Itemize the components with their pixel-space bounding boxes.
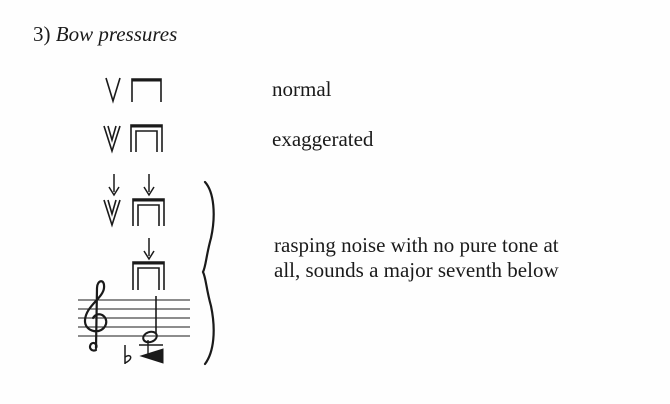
triangle-notehead-icon <box>139 340 164 364</box>
section-title: Bow pressures <box>55 22 178 46</box>
up-bow-exaggerated-icon <box>103 125 121 154</box>
brace-icon <box>201 180 215 366</box>
treble-clef-icon <box>83 280 108 352</box>
label-rasping: rasping noise with no pure tone at all, … <box>274 233 559 283</box>
down-bow-normal-icon <box>131 78 162 102</box>
half-note-icon <box>142 296 158 344</box>
up-bow-normal-icon <box>105 77 121 104</box>
pressure-arrow-icon <box>108 174 155 197</box>
down-bow-exaggerated-icon <box>130 124 163 152</box>
label-rasping-line-2: all, sounds a major seventh below <box>274 258 559 282</box>
down-bow-pressure-icon <box>132 198 165 226</box>
label-rasping-line-1: rasping noise with no pure tone at <box>274 233 559 257</box>
pressure-arrow-icon <box>143 238 155 261</box>
flat-icon <box>124 345 132 364</box>
section-heading: 3) Bow pressures <box>33 20 177 48</box>
label-normal: normal <box>272 77 332 101</box>
up-bow-pressure-icon <box>103 199 121 228</box>
down-bow-staff-icon <box>132 261 165 290</box>
section-number: 3) <box>33 22 51 46</box>
label-exaggerated: exaggerated <box>272 127 374 151</box>
